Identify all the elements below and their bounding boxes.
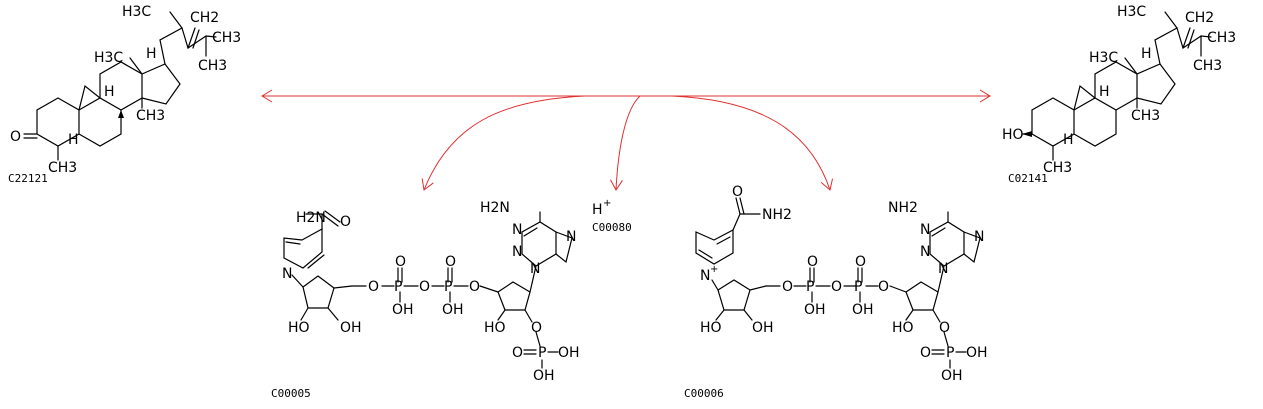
atom-label: HO: [1002, 127, 1024, 143]
atom-label: H2N: [296, 210, 326, 226]
atom-label: OH: [340, 320, 362, 336]
compound-id: C02141: [1008, 172, 1048, 185]
atom-label: O: [878, 279, 889, 295]
atom-label: CH3: [1131, 108, 1160, 124]
atom-label: OH: [392, 302, 414, 318]
atom-label: HO: [288, 320, 310, 336]
atom-label: CH3: [1043, 160, 1072, 176]
atom-label: N: [530, 261, 540, 277]
nadph-bonds: [283, 210, 573, 369]
atom-label: N: [700, 268, 710, 284]
atom-label: N: [974, 229, 984, 245]
atom-label: H3C: [122, 4, 151, 20]
atom-label: O: [419, 279, 430, 295]
atom-label: HO: [700, 320, 722, 336]
atom-label: CH3: [212, 30, 241, 46]
compound-c00006: O NH2 N + HO OH O P O OH O P O OH O HO O…: [684, 184, 988, 400]
atom-label: OH: [804, 302, 826, 318]
atom-label: OH: [852, 302, 874, 318]
atom-label: P: [394, 279, 402, 295]
atom-label: H2N: [480, 200, 510, 216]
atom-label: CH3: [1207, 30, 1236, 46]
atom-label: OH: [533, 368, 555, 384]
atom-label: N: [920, 222, 930, 238]
atom-label: NH2: [888, 200, 918, 216]
stereo-wedge: [118, 110, 124, 118]
atom-label: O: [10, 129, 21, 145]
atom-label: OH: [752, 320, 774, 336]
compound-c00005: H2N O N HO OH O P O OH O P O OH O HO O P…: [271, 200, 580, 400]
atom-label: O: [368, 279, 379, 295]
atom-label: OH: [442, 302, 464, 318]
atom-label: CH3: [1193, 58, 1222, 74]
atom-label: P: [806, 279, 814, 295]
atom-label: O: [920, 345, 931, 361]
atom-label: CH3: [136, 108, 165, 124]
atom-label: HO: [484, 320, 506, 336]
compound-id: C00080: [592, 221, 632, 234]
atom-label: CH2: [1185, 10, 1214, 26]
atom-label: N: [938, 261, 948, 277]
atom-label: N: [512, 222, 522, 238]
atom-label: H: [1099, 84, 1110, 100]
atom-label: H: [592, 202, 603, 218]
atom-label: O: [782, 279, 793, 295]
arrow-to-proton: [610, 95, 641, 191]
compound-id: C00006: [684, 387, 724, 400]
atom-label: P: [946, 345, 954, 361]
atom-label: O: [512, 345, 523, 361]
atom-label: O: [855, 254, 866, 270]
charge-label: +: [710, 264, 718, 275]
charge-label: +: [603, 198, 611, 209]
atom-label: O: [340, 214, 351, 230]
atom-label: H: [1141, 46, 1152, 62]
atom-label: O: [807, 254, 818, 270]
atom-label: O: [732, 184, 743, 200]
atom-label: N: [512, 244, 522, 260]
atom-label: H3C: [1089, 50, 1118, 66]
atom-label: O: [469, 279, 480, 295]
nadp-bonds: [695, 197, 981, 369]
atom-label: HO: [892, 320, 914, 336]
atom-label: N: [920, 244, 930, 260]
reaction-arrows: [261, 89, 991, 191]
atom-label: P: [538, 345, 546, 361]
atom-label: O: [395, 254, 406, 270]
atom-label: N: [282, 266, 292, 282]
atom-label: OH: [558, 345, 580, 361]
atom-label: P: [444, 279, 452, 295]
atom-label: OH: [966, 345, 988, 361]
atom-label: H3C: [94, 50, 123, 66]
atom-label: H: [104, 84, 115, 100]
compound-c02141: CH2 CH3 CH3 H3C H3C H H H CH3 CH3 HO C02…: [1002, 4, 1236, 185]
atom-label: CH2: [190, 10, 219, 26]
sterol-skeleton: [23, 11, 217, 161]
atom-label: P: [854, 279, 862, 295]
atom-label: CH3: [198, 58, 227, 74]
sterol-skeleton: [1021, 11, 1212, 161]
atom-label: H: [1063, 132, 1074, 148]
atom-label: H: [68, 132, 79, 148]
atom-label: NH2: [762, 207, 792, 223]
arrow-to-nadph: [421, 95, 586, 191]
atom-label: O: [531, 320, 542, 336]
atom-label: O: [831, 279, 842, 295]
atom-label: N: [566, 229, 576, 245]
atom-label: CH3: [48, 160, 77, 176]
compound-c00080: H + C00080: [592, 198, 632, 234]
stereo-wedge: [1022, 131, 1032, 137]
atom-label: O: [939, 320, 950, 336]
atom-label: OH: [941, 368, 963, 384]
atom-label: O: [445, 254, 456, 270]
atom-label: H3C: [1117, 4, 1146, 20]
compound-c22121: CH2 CH3 CH3 H3C H3C H H H CH3 CH3 O C221…: [8, 4, 241, 185]
atom-label: H: [146, 46, 157, 62]
compound-id: C22121: [8, 172, 48, 185]
compound-id: C00005: [271, 387, 311, 400]
arrow-to-nadp: [671, 95, 834, 191]
